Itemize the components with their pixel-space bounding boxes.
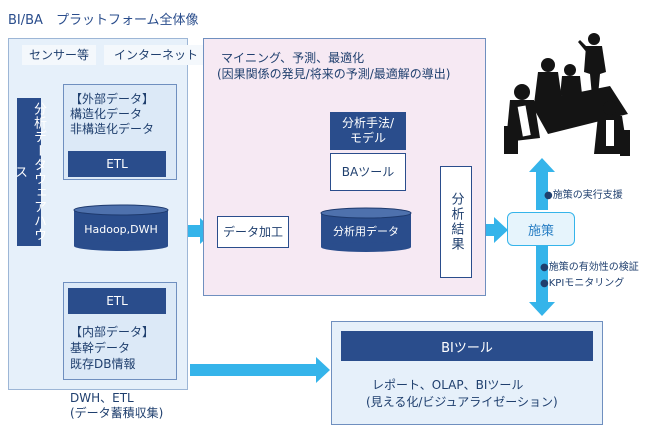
- method-line2: モデル: [349, 131, 386, 145]
- etl-top-label: ETL: [106, 156, 128, 171]
- measure-box: 施策: [507, 212, 575, 246]
- result-box: 分析結果: [440, 166, 472, 278]
- arrow-result-to-measure: [474, 217, 508, 243]
- bi-line1: レポート、OLAP、BIツール: [372, 378, 524, 392]
- internal-line1: 基幹データ: [70, 341, 131, 355]
- arrow-hadoop-to-mining: [168, 218, 214, 244]
- method-box: 分析手法/ モデル: [330, 112, 406, 150]
- analysis-data-label: 分析用データ: [333, 225, 399, 238]
- dwh-footer-line2: (データ蓄積収集): [70, 406, 164, 420]
- mining-title-line2: (因果関係の発見/将来の予測/最適解の導出): [217, 67, 451, 81]
- sensor-tab-label: センサー等: [28, 47, 89, 62]
- sensor-tab: センサー等: [22, 45, 96, 65]
- internal-title: 【内部データ】: [70, 325, 155, 339]
- result-label: 分析結果: [448, 192, 464, 252]
- external-line2: 非構造化データ: [70, 122, 155, 136]
- internal-line2: 既存DB情報: [70, 357, 136, 371]
- external-title: 【外部データ】: [70, 92, 155, 106]
- ba-tool-box: BAツール: [330, 153, 406, 191]
- etl-top-box: ETL: [68, 151, 166, 177]
- data-process-label: データ加工: [222, 224, 283, 239]
- bi-line2: (見える化/ビジュアライゼーション): [366, 395, 558, 409]
- arrow-measure-down: [529, 246, 555, 316]
- business-meeting-illustration: [504, 33, 630, 156]
- data-process-box: データ加工: [217, 216, 289, 248]
- internet-tab: インターネット: [104, 45, 208, 65]
- dwh-vertical-text: 分析データウェアハウス: [12, 102, 46, 242]
- dwh-vertical-label: 分析データウェアハウス: [12, 98, 46, 246]
- analysis-data-cylinder: [320, 207, 412, 252]
- method-line1: 分析手法/: [341, 116, 395, 130]
- mining-title-line1: マイニング、予測、最適化: [221, 51, 365, 65]
- internet-tab-label: インターネット: [113, 47, 198, 62]
- hadoop-cylinder: [73, 204, 169, 251]
- hadoop-label: Hadoop,DWH: [84, 222, 158, 236]
- bi-header: BIツール: [341, 331, 593, 361]
- etl-bottom-box: ETL: [68, 288, 166, 314]
- ba-tool-label: BAツール: [341, 164, 395, 179]
- arrow-dwh-to-bi: [190, 357, 330, 383]
- bi-header-label: BIツール: [441, 340, 493, 356]
- kpi-text: ●KPIモニタリング: [540, 278, 625, 289]
- measure-label: 施策: [527, 223, 554, 239]
- dwh-footer-line1: DWH、ETL: [70, 391, 134, 405]
- arrow-measure-up: [529, 158, 555, 210]
- etl-bottom-label: ETL: [106, 293, 128, 308]
- external-line1: 構造化データ: [70, 107, 143, 121]
- exec-support-text: ●施策の実行支援: [544, 190, 623, 201]
- page-title: BI/BA プラットフォーム全体像: [8, 13, 199, 28]
- verify-text: ●施策の有効性の検証: [540, 262, 639, 273]
